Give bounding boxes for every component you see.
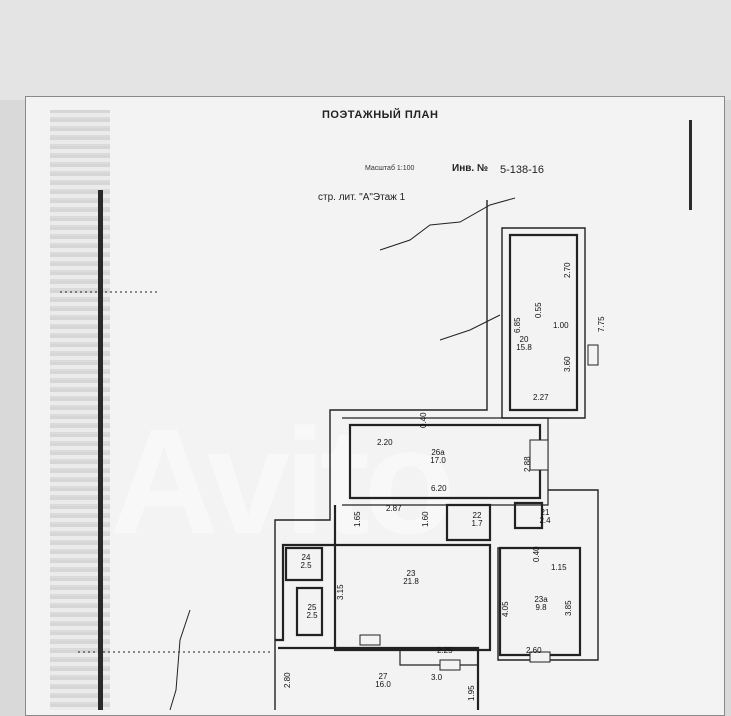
dimension-label: 3.15 (336, 584, 345, 600)
dimension-label: 2.27 (533, 393, 549, 402)
dimension-label: 1.15 (551, 563, 567, 572)
room-area: 2.5 (300, 561, 312, 570)
dimension-label: 1.60 (421, 511, 430, 527)
wall-room-23a (498, 546, 582, 657)
background-strip (0, 0, 731, 100)
dimension-label: 2.25 (437, 646, 453, 655)
room-area: 1.7 (471, 519, 483, 528)
wall-room-26a (348, 423, 542, 500)
room-area: 21.8 (403, 577, 419, 586)
dimension-label: 6.85 (513, 317, 522, 333)
dimension-label: 0.40 (532, 546, 541, 562)
scale-label: Масштаб 1:100 (365, 165, 415, 172)
room-number: 23а (534, 595, 548, 604)
room-number: 22 (472, 511, 482, 520)
room-number: 20 (519, 335, 529, 344)
plan-title: ПОЭТАЖНЫЙ ПЛАН (322, 109, 439, 121)
room-number: 25 (307, 603, 317, 612)
dimension-label: 2.80 (283, 672, 292, 688)
dimension-ticks (359, 344, 599, 671)
room-number: 26а (431, 448, 445, 457)
room-area: 15.8 (516, 343, 532, 352)
sheet-margin-line (98, 190, 103, 710)
plan-sheet (25, 96, 725, 716)
dimension-label: 1.00 (553, 321, 569, 330)
dimension-label: 2.88 (523, 456, 532, 472)
room-area: 16.0 (375, 680, 391, 689)
dimension-label: 4.05 (501, 601, 510, 617)
wall-room-24 (284, 546, 324, 582)
sheet-right-mark (689, 120, 692, 210)
room-number: 21 (540, 508, 550, 517)
dimension-label: 0.40 (419, 412, 428, 428)
dimension-label: 1.95 (467, 685, 476, 701)
wall-room-20 (508, 233, 579, 412)
dimension-label: 2.20 (377, 438, 393, 447)
dimension-label: 1.65 (353, 511, 362, 527)
cracks (60, 197, 516, 710)
room-number: 23 (406, 569, 416, 578)
wall-room-27 (278, 646, 480, 710)
wall-room-22 (445, 503, 492, 542)
inventory-label: Инв. № (452, 163, 489, 174)
wall-room-21 (513, 501, 544, 530)
dimension-label: 7.75 (597, 316, 606, 332)
dimension-label: 2.87 (386, 504, 402, 513)
dimension-label: 3.60 (563, 356, 572, 372)
room-area: 9.8 (535, 603, 547, 612)
dimension-label: 3.85 (564, 600, 573, 616)
inventory-number: 5-138-16 (500, 164, 545, 176)
floor-subtitle: стр. лит. "А"Этаж 1 (318, 192, 406, 203)
dimension-label: 6.20 (431, 484, 447, 493)
wall-room-23 (333, 543, 492, 652)
room-area: 2.4 (539, 516, 551, 525)
dimension-label: 2.60 (526, 646, 542, 655)
room-number: 24 (301, 553, 311, 562)
dimension-label: 3.0 (431, 673, 443, 682)
room-number: 27 (378, 672, 388, 681)
walls (274, 200, 599, 710)
dimension-label: 0.55 (534, 302, 543, 318)
wall-room-25 (295, 586, 324, 637)
room-area: 17.0 (430, 456, 446, 465)
room-area: 2.5 (306, 611, 318, 620)
dimension-label: 2.70 (563, 262, 572, 278)
